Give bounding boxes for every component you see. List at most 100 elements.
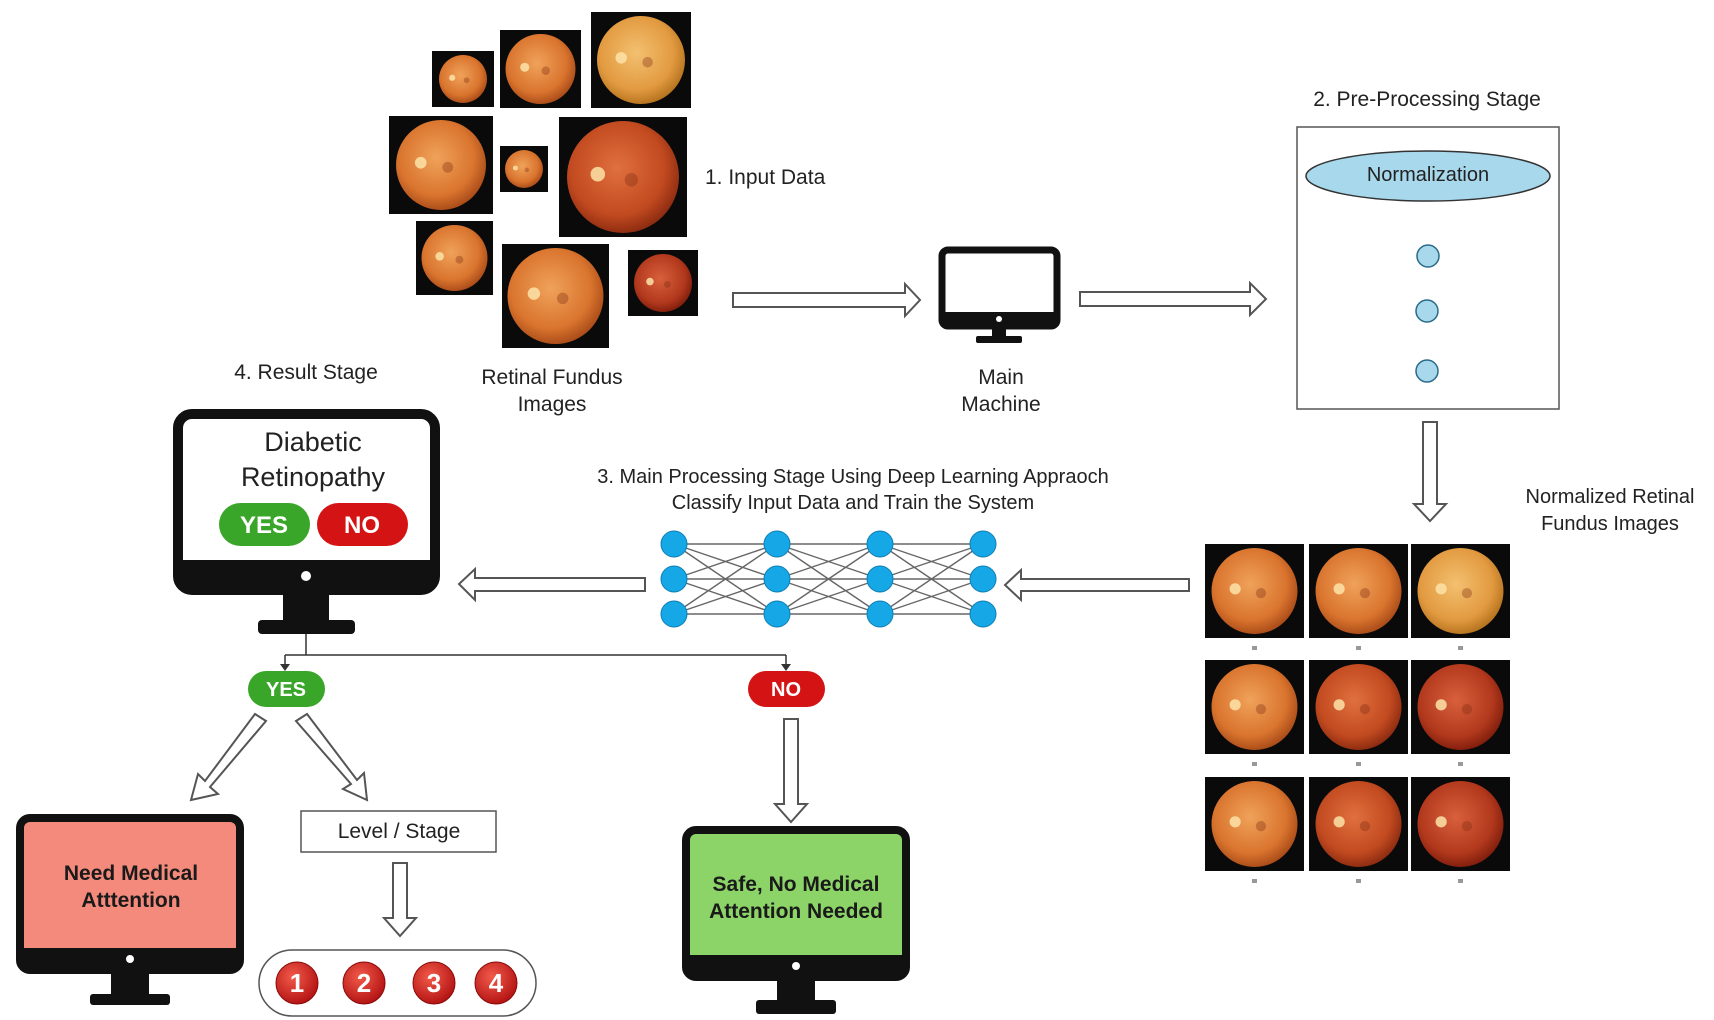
network-edge bbox=[776, 543, 881, 580]
fundus-photo bbox=[1309, 777, 1408, 871]
result-yes-pill bbox=[219, 503, 310, 546]
grid-sublabel bbox=[1458, 762, 1463, 766]
fundus-photo bbox=[628, 250, 698, 316]
network-node bbox=[660, 600, 688, 628]
grid-sublabel bbox=[1458, 646, 1463, 650]
main-machine-monitor-icon bbox=[938, 246, 1061, 343]
need-attention-monitor bbox=[16, 814, 244, 1005]
processing-title-line2: Classify Input Data and Train the System bbox=[672, 492, 1034, 514]
arrow-yes-to-need-attention bbox=[189, 712, 268, 802]
safe-monitor bbox=[682, 826, 910, 1014]
fundus-photo bbox=[1309, 544, 1408, 638]
arrow-normalized-to-network bbox=[1003, 567, 1190, 603]
normalization-label: Normalization bbox=[1367, 164, 1489, 186]
network-edge bbox=[776, 543, 881, 615]
network-node bbox=[866, 565, 894, 593]
branch-arrowhead bbox=[781, 664, 791, 671]
fundus-photo bbox=[500, 146, 548, 192]
grid-sublabel bbox=[1252, 879, 1257, 883]
safe-line2: Attention Needed bbox=[709, 900, 883, 923]
neural-network bbox=[660, 530, 997, 628]
level-number: 2 bbox=[357, 968, 371, 998]
fundus-photo bbox=[432, 51, 494, 107]
arrow-no-to-safe bbox=[772, 718, 810, 824]
network-node bbox=[969, 600, 997, 628]
input-caption-line1: Retinal Fundus bbox=[481, 366, 622, 389]
input-fundus-images bbox=[389, 12, 698, 348]
safe-line1: Safe, No Medical bbox=[713, 873, 880, 896]
fundus-photo bbox=[502, 244, 609, 348]
level-stage-label: Level / Stage bbox=[338, 820, 461, 843]
network-node bbox=[969, 530, 997, 558]
result-screen-line2: Retinopathy bbox=[241, 462, 386, 492]
need-attention-line2: Atttention bbox=[81, 889, 180, 912]
network-edge bbox=[879, 543, 984, 580]
network-edge bbox=[673, 543, 778, 615]
level-badge: 3 bbox=[412, 961, 456, 1005]
grid-sublabel bbox=[1356, 646, 1361, 650]
grid-sublabel bbox=[1458, 879, 1463, 883]
need-attention-line1: Need Medical bbox=[64, 862, 198, 885]
network-node bbox=[763, 530, 791, 558]
fundus-photo bbox=[416, 221, 493, 295]
fundus-photo bbox=[389, 116, 493, 214]
network-edge bbox=[673, 543, 778, 580]
fundus-photo bbox=[1205, 777, 1304, 871]
machine-caption-line2: Machine bbox=[961, 393, 1040, 416]
result-screen-line1: Diabetic bbox=[264, 427, 362, 457]
network-edge bbox=[879, 543, 984, 615]
grid-sublabel bbox=[1252, 762, 1257, 766]
fundus-photo bbox=[500, 30, 581, 108]
levels-capsule bbox=[258, 949, 537, 1017]
result-stage-label: 4. Result Stage bbox=[234, 361, 378, 384]
preprocessing-dot bbox=[1416, 244, 1440, 268]
fundus-photo bbox=[591, 12, 691, 108]
network-node bbox=[763, 565, 791, 593]
normalized-fundus-grid bbox=[1205, 544, 1510, 883]
result-yes-label: YES bbox=[240, 512, 288, 539]
machine-caption-line1: Main bbox=[978, 366, 1024, 389]
arrow-preprocessing-down bbox=[1411, 421, 1449, 523]
result-no-label: NO bbox=[344, 512, 380, 539]
outcome-no-pill bbox=[748, 671, 825, 707]
grid-sublabel bbox=[1356, 879, 1361, 883]
preprocessing-label: 2. Pre-Processing Stage bbox=[1313, 88, 1541, 111]
network-node bbox=[866, 600, 894, 628]
network-node bbox=[660, 530, 688, 558]
fundus-photo bbox=[559, 117, 687, 237]
input-caption-line2: Images bbox=[518, 393, 587, 416]
level-badge: 4 bbox=[474, 961, 518, 1005]
arrow-level-down bbox=[381, 862, 419, 938]
processing-title-line1: 3. Main Processing Stage Using Deep Lear… bbox=[597, 466, 1108, 488]
network-node bbox=[763, 600, 791, 628]
fundus-photo bbox=[1411, 544, 1510, 638]
network-node bbox=[969, 565, 997, 593]
normalized-caption-line1: Normalized Retinal bbox=[1526, 486, 1695, 508]
grid-sublabel bbox=[1356, 762, 1361, 766]
level-number: 4 bbox=[489, 968, 504, 998]
arrow-machine-to-preprocessing bbox=[1079, 280, 1268, 318]
arrow-input-to-machine bbox=[732, 281, 922, 319]
grid-sublabel bbox=[1252, 646, 1257, 650]
fundus-photo bbox=[1205, 544, 1304, 638]
outcome-yes-label: YES bbox=[266, 679, 306, 701]
normalized-caption-line2: Fundus Images bbox=[1541, 513, 1679, 535]
network-edge bbox=[776, 578, 881, 615]
fundus-photo bbox=[1205, 660, 1304, 754]
arrow-yes-to-level bbox=[294, 712, 369, 802]
level-number: 1 bbox=[290, 968, 304, 998]
level-stage-box bbox=[300, 810, 497, 853]
network-node bbox=[660, 565, 688, 593]
branch-connector bbox=[284, 634, 787, 668]
network-edge bbox=[879, 578, 984, 615]
fundus-photo bbox=[1411, 777, 1510, 871]
network-node bbox=[866, 530, 894, 558]
level-badge: 2 bbox=[342, 961, 386, 1005]
arrow-network-to-result bbox=[457, 566, 646, 603]
level-badge: 1 bbox=[275, 961, 319, 1005]
fundus-photo bbox=[1309, 660, 1408, 754]
result-no-pill bbox=[317, 503, 408, 546]
normalization-ellipse bbox=[1305, 150, 1551, 202]
network-edge bbox=[673, 578, 778, 615]
